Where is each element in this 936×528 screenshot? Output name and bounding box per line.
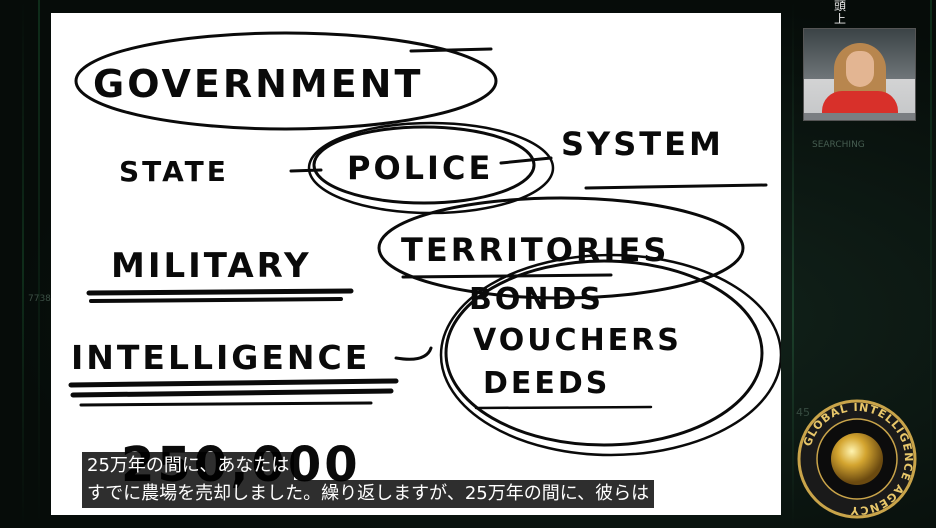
- subtitles: 25万年の間に、あなたは すでに農場を売却しました。繰り返しますが、25万年の間…: [82, 452, 655, 508]
- word-police: POLICE: [347, 149, 493, 187]
- background-side-text: SEARCHING: [812, 140, 865, 150]
- police-ellipse: [312, 125, 536, 205]
- corner-label: 頭 上: [833, 0, 846, 26]
- word-vouchers: VOUCHERS: [473, 323, 682, 358]
- government-ellipse: [74, 31, 498, 131]
- agency-logo: GLOBAL INTELLIGENCE AGENCY: [797, 399, 917, 519]
- word-system: SYSTEM: [561, 125, 724, 163]
- word-intelligence: INTELLIGENCE: [71, 338, 370, 377]
- whiteboard-drawing: GOVERNMENT SYSTEM STATE POLICE MILITARY …: [68, 31, 781, 493]
- whiteboard-video: GOVERNMENT SYSTEM STATE POLICE MILITARY …: [51, 13, 781, 515]
- territories-ellipse: [377, 196, 745, 300]
- presenter-video: [803, 28, 916, 121]
- word-military: MILITARY: [111, 246, 312, 286]
- subtitle-line-1: 25万年の間に、あなたは: [82, 452, 295, 480]
- word-bonds: BONDS: [469, 282, 604, 317]
- background-number-right: 45: [796, 406, 810, 419]
- word-deeds: DEEDS: [483, 366, 610, 401]
- subtitle-line-2: すでに農場を売却しました。繰り返しますが、25万年の間に、彼らは: [82, 480, 655, 508]
- word-state: STATE: [119, 155, 229, 188]
- assets-ellipse: [444, 259, 764, 447]
- word-government: GOVERNMENT: [93, 62, 423, 106]
- background-number-left: 7738: [28, 294, 51, 304]
